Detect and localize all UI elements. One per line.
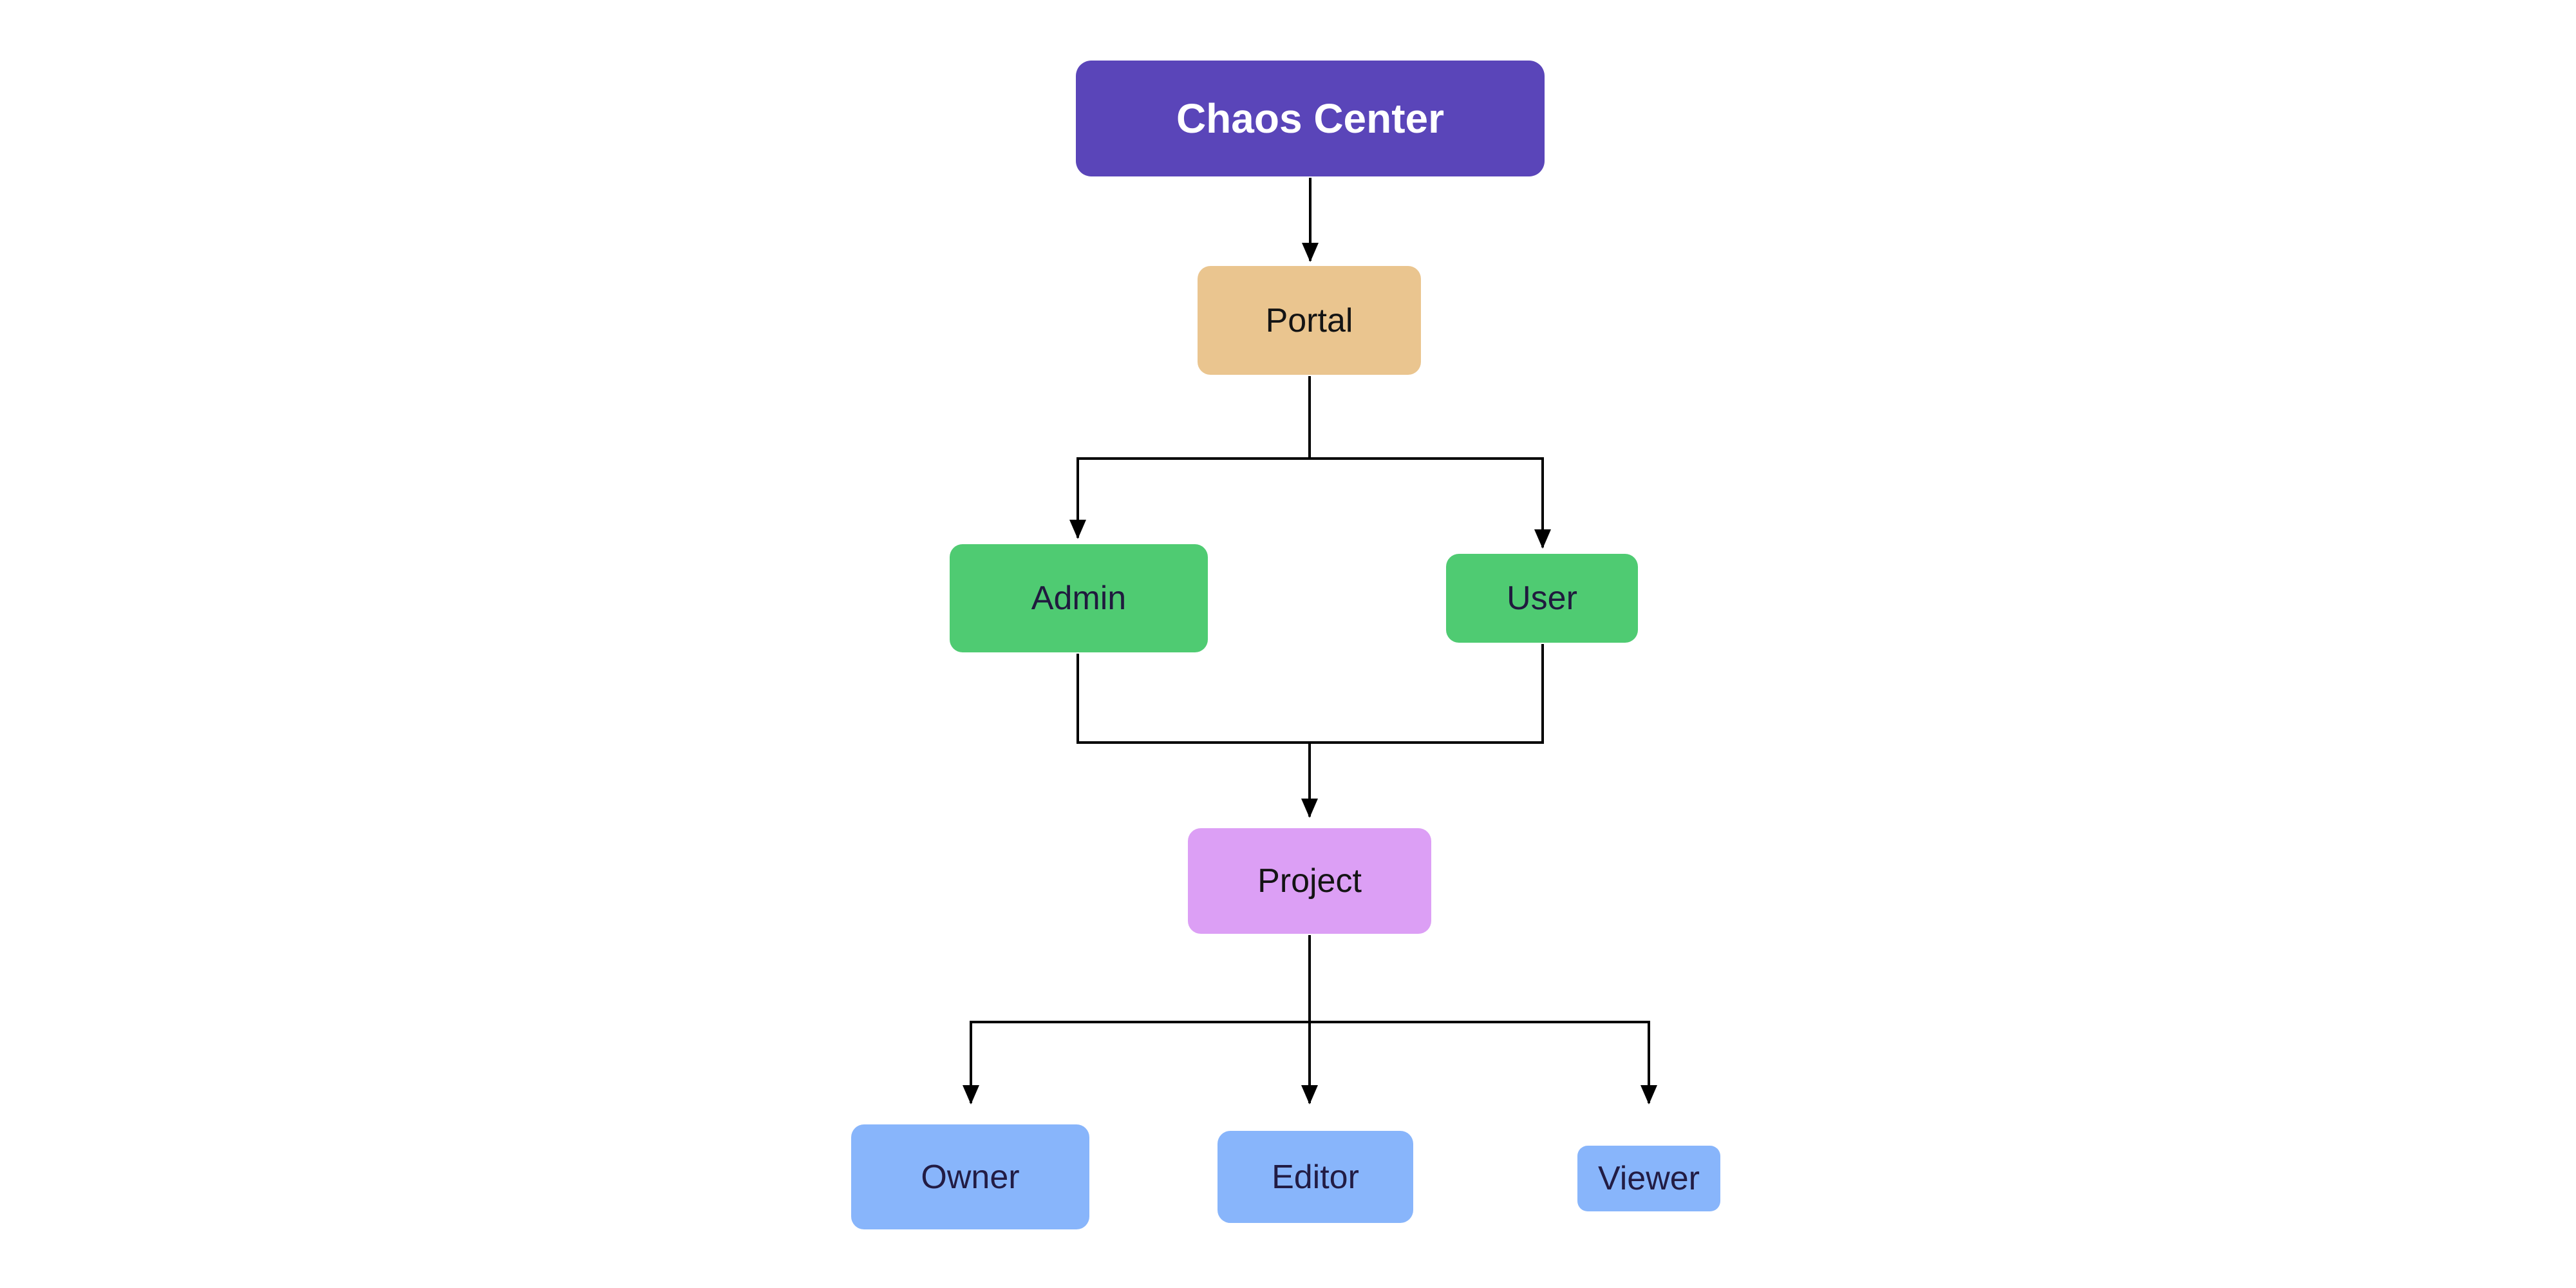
node-viewer: Viewer — [1577, 1146, 1720, 1211]
node-project: Project — [1188, 828, 1431, 934]
node-editor-label: Editor — [1272, 1158, 1359, 1196]
node-admin-label: Admin — [1031, 580, 1127, 617]
node-project-label: Project — [1257, 862, 1362, 900]
node-portal-label: Portal — [1265, 301, 1353, 339]
node-user: User — [1446, 554, 1638, 643]
node-chaos-center-label: Chaos Center — [1176, 95, 1445, 142]
node-editor: Editor — [1217, 1131, 1413, 1223]
node-chaos-center: Chaos Center — [1076, 61, 1545, 176]
node-owner: Owner — [851, 1124, 1089, 1229]
node-user-label: User — [1507, 580, 1577, 617]
node-admin: Admin — [950, 544, 1208, 652]
node-owner-label: Owner — [921, 1158, 1020, 1196]
node-portal: Portal — [1198, 266, 1421, 375]
node-viewer-label: Viewer — [1597, 1160, 1700, 1197]
